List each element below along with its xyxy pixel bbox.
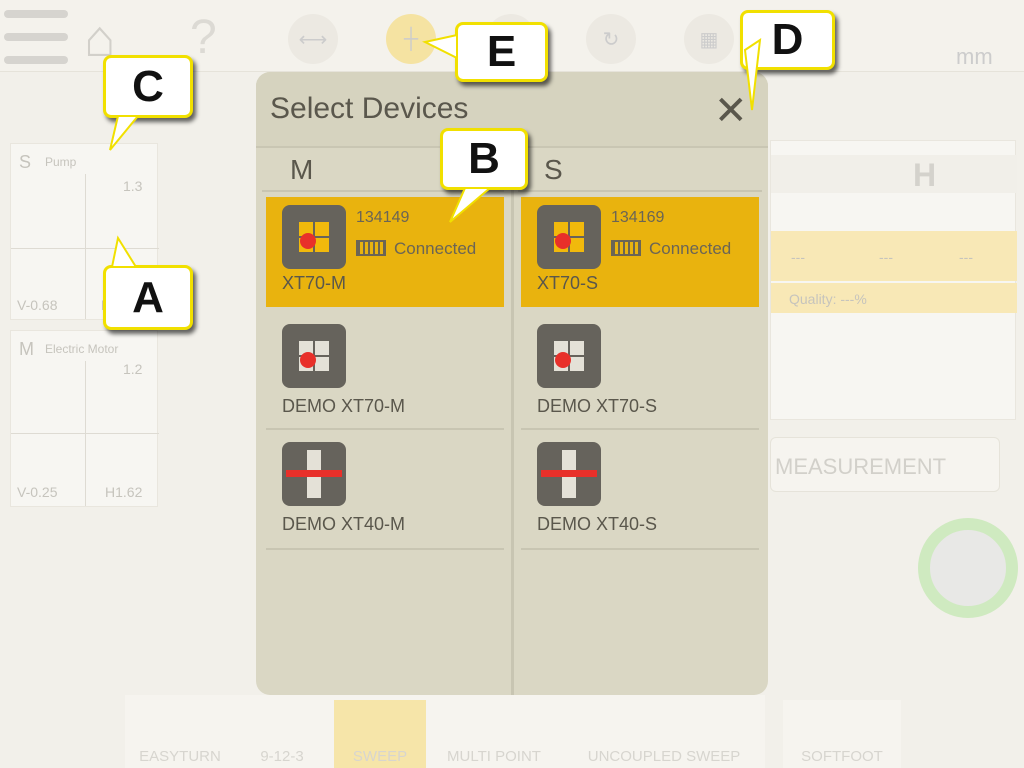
device-xt70-m[interactable]: 134149 Connected XT70-M [266, 197, 504, 307]
card-name: Electric Motor [45, 342, 119, 356]
device-demo-xt70-m[interactable]: DEMO XT70-M [266, 312, 504, 430]
quality-label: Quality: ---% [789, 291, 867, 307]
rotate-step-icon[interactable]: ↻ [586, 14, 636, 64]
sensor-icon [282, 324, 346, 388]
card-v: V-0.68 [17, 297, 58, 313]
value: --- [791, 249, 805, 265]
device-demo-xt40-m[interactable]: DEMO XT40-M [266, 432, 504, 550]
callout-c: C [103, 55, 193, 118]
card-v: V-0.25 [17, 484, 58, 500]
callout-d: D [740, 10, 835, 70]
device-name: XT70-M [282, 273, 347, 293]
tool-softfoot[interactable]: SOFTFOOT [783, 700, 901, 768]
results-panel: H --- --- --- Quality: ---% [770, 140, 1017, 420]
device-name: XT70-S [537, 273, 599, 293]
callout-a: A [103, 265, 193, 330]
device-name: DEMO XT70-S [537, 396, 658, 416]
device-serial: 134169 [611, 209, 665, 226]
help-icon[interactable]: ? [190, 11, 217, 64]
device-status: Connected [356, 239, 476, 259]
card-side: M [19, 339, 34, 359]
tool-multi-point[interactable]: MULTI POINT [447, 748, 541, 765]
tool-9-12-3[interactable]: 9-12-3 [260, 748, 304, 765]
tool-uncoupled-sweep[interactable]: UNCOUPLED SWEEP [587, 748, 741, 765]
card-h: H1.62 [105, 484, 143, 500]
column-header-m: M [290, 154, 314, 185]
device-demo-xt70-s[interactable]: DEMO XT70-S [521, 312, 759, 430]
device-name: DEMO XT40-M [282, 514, 406, 534]
card-side: S [19, 152, 32, 172]
h-header: H [913, 157, 937, 193]
tool-sweep[interactable]: SWEEP [334, 700, 426, 768]
device-status: Connected [611, 239, 731, 259]
battery-icon [356, 240, 386, 256]
sensor-icon [537, 205, 601, 269]
card-angle: 1.3 [123, 178, 143, 194]
sensor-step-icon[interactable]: ┼ [386, 14, 436, 64]
sensor-icon [282, 442, 346, 506]
callout-b: B [440, 128, 528, 190]
dialog-title: Select Devices [270, 92, 469, 125]
device-name: DEMO XT40-S [537, 514, 658, 534]
sensor-icon [282, 205, 346, 269]
tool-easyturn[interactable]: EASYTURN [139, 748, 221, 765]
measurement-button[interactable]: MEASUREMENT [770, 437, 1000, 492]
results-step-icon[interactable]: ▦ [684, 14, 734, 64]
dimensions-step-icon[interactable]: ⟷ [288, 14, 338, 64]
sensor-icon [537, 324, 601, 388]
unit-label: mm [956, 44, 993, 69]
column-header-s: S [544, 154, 563, 185]
value: --- [879, 249, 893, 265]
close-icon[interactable]: ✕ [714, 89, 748, 133]
card-name: Pump [45, 155, 77, 169]
card-angle: 1.2 [123, 361, 143, 377]
value: --- [959, 249, 973, 265]
device-xt70-s[interactable]: 134169 Connected XT70-S [521, 197, 759, 307]
sensor-card-m[interactable]: M Electric Motor 1.2 V-0.25 H1.62 [10, 330, 159, 507]
sensor-icon [537, 442, 601, 506]
device-name: DEMO XT70-M [282, 396, 406, 416]
device-demo-xt40-s[interactable]: DEMO XT40-S [521, 432, 759, 550]
device-serial: 134149 [356, 209, 410, 226]
menu-icon[interactable] [4, 10, 68, 79]
bottom-toolbar [125, 695, 765, 768]
battery-icon [611, 240, 641, 256]
